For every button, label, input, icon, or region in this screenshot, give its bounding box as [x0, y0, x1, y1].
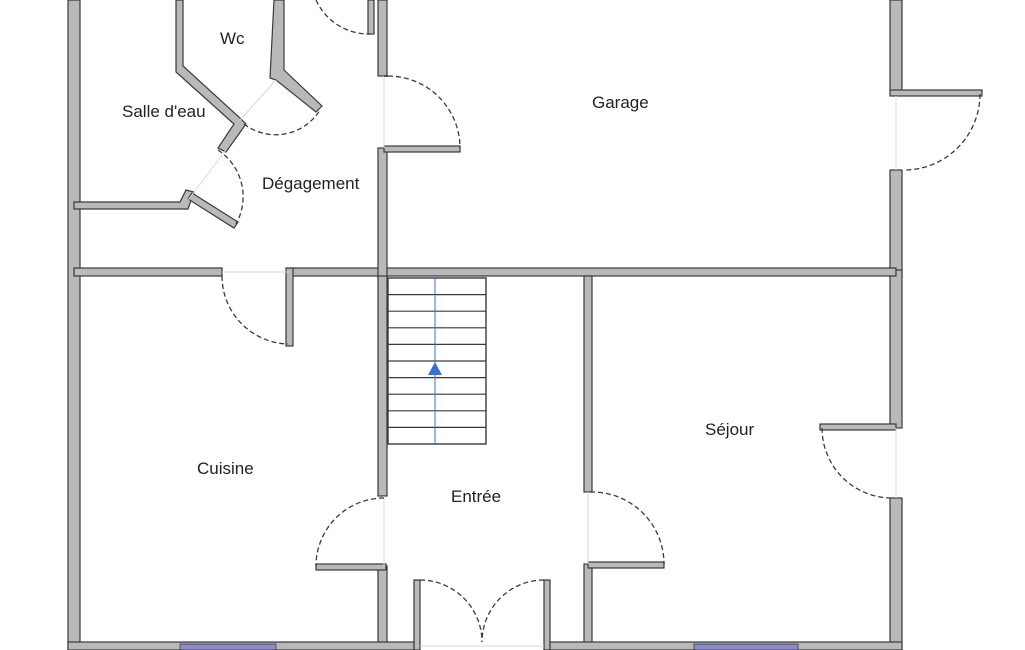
entree-cuisine-door-swing: [315, 497, 385, 567]
degagement-top-wall: [367, 0, 375, 35]
cuisine-window: [179, 643, 277, 650]
top-door-swing: [315, 0, 371, 35]
garage-right-wall-upper: [889, 0, 903, 94]
label-sejour: Séjour: [705, 420, 754, 439]
garage-left-wall-top: [377, 0, 388, 77]
staircase: [387, 277, 487, 445]
label-salle-deau: Salle d'eau: [122, 102, 206, 121]
garage-left-wall-mid: [377, 147, 388, 279]
doors: [217, 0, 981, 643]
door-openings: [187, 76, 897, 647]
wc-door-swing: [243, 109, 321, 136]
garage-exterior-door-swing: [903, 93, 981, 171]
sejour-left-wall-lower: [583, 563, 593, 650]
label-cuisine: Cuisine: [197, 459, 254, 478]
entry-post-right: [543, 579, 551, 650]
entry-door-left-swing: [419, 579, 483, 643]
garage-inner-door-swing: [387, 75, 461, 149]
label-wc: Wc: [220, 29, 245, 48]
garage-door-stub-left: [383, 145, 461, 153]
entry-door-right-swing: [481, 579, 545, 643]
entry-post-left: [413, 579, 421, 650]
stair-left-wall: [377, 275, 388, 497]
salle-deau-door-stub: [187, 192, 239, 229]
walls: [67, 0, 983, 650]
cuisine-door-stub-bottom: [315, 563, 387, 571]
sejour-door-stub-bottom: [587, 561, 665, 569]
cuisine-door-stub: [285, 267, 294, 347]
stair-treads: [388, 294, 486, 428]
salle-deau-bottom-wall: [73, 189, 195, 210]
cuisine-door-swing: [221, 275, 289, 345]
garage-door-stub: [889, 89, 983, 97]
label-entree: Entrée: [451, 487, 501, 506]
left-exterior-wall: [67, 0, 81, 650]
sejour-left-wall-upper: [583, 275, 593, 493]
middle-wall-left: [73, 267, 223, 277]
entree-sejour-door-swing: [589, 491, 665, 565]
wc-right-partition: [269, 0, 323, 113]
sejour-window: [693, 643, 799, 650]
wc-left-partition: [175, 0, 247, 153]
label-degagement: Dégagement: [262, 174, 360, 193]
entree-left-wall-lower: [377, 565, 388, 650]
garage-right-wall-lower: [889, 169, 903, 279]
sejour-right-wall-upper: [889, 269, 903, 429]
sejour-door-stub: [819, 423, 897, 431]
room-labels: Wc Salle d'eau Garage Dégagement Cuisine…: [122, 29, 754, 506]
salle-deau-door-swing: [217, 149, 244, 225]
windows: [179, 643, 799, 650]
label-garage: Garage: [592, 93, 649, 112]
sejour-exterior-door-swing: [821, 427, 893, 499]
sejour-right-wall-lower: [889, 497, 903, 650]
stair-arrow-icon: [428, 362, 442, 375]
